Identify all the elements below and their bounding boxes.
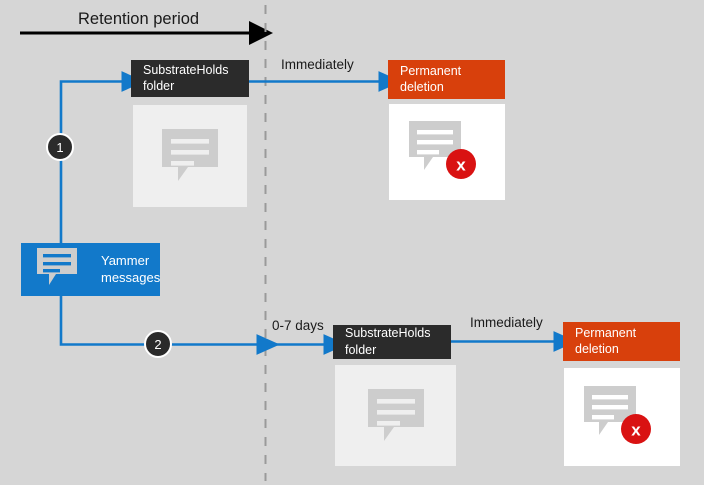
permanent-deletion-top-header: Permanent deletion (388, 60, 505, 99)
message-deleted-icon: x (409, 121, 476, 179)
permanent-deletion-top-body: x (389, 104, 505, 200)
connector-step2-across-boundary (59, 296, 280, 355)
header-line-2: deletion (400, 80, 444, 94)
yammer-messages-label: Yammer messages (101, 253, 160, 286)
connector-step1-to-substrateholds (59, 71, 145, 243)
label-immediately-top: Immediately (281, 57, 354, 72)
permanent-deletion-top-header-text: Permanent deletion (400, 63, 461, 96)
label-line-2: messages (101, 269, 161, 285)
header-line-1: Permanent (400, 63, 462, 78)
message-icon (35, 247, 79, 292)
header-line-1: SubstrateHolds (345, 326, 431, 341)
delete-badge-glyph: x (631, 421, 641, 440)
permanent-deletion-bottom-header-text: Permanent deletion (575, 325, 636, 358)
substrateholds-bottom-header-text: SubstrateHolds folder (345, 325, 430, 358)
permanent-deletion-bottom-header: Permanent deletion (563, 322, 680, 361)
message-icon (162, 129, 218, 181)
retention-period-label: Retention period (78, 10, 200, 28)
substrateholds-top-body (133, 105, 247, 207)
label-0-7-days: 0-7 days (272, 318, 324, 333)
substrateholds-bottom-header: SubstrateHolds folder (333, 325, 451, 359)
header-line-2: folder (143, 79, 175, 93)
step-badge-1: 1 (46, 133, 74, 161)
header-line-2: folder (345, 342, 377, 357)
header-line-2: deletion (575, 342, 619, 356)
label-immediately-bottom: Immediately (470, 315, 543, 330)
delete-badge-glyph: x (456, 156, 466, 175)
label-line-1: Yammer (101, 253, 150, 269)
substrateholds-top-header: SubstrateHolds folder (131, 60, 249, 97)
yammer-messages-source: Yammer messages (21, 243, 160, 296)
substrateholds-bottom-body (335, 365, 456, 466)
permanent-deletion-bottom-body: x (564, 368, 680, 466)
step-badge-2: 2 (144, 330, 172, 358)
header-line-1: SubstrateHolds (143, 62, 229, 77)
message-deleted-icon: x (584, 386, 651, 444)
substrateholds-top-header-text: SubstrateHolds folder (143, 62, 228, 95)
header-line-1: Permanent (575, 325, 637, 340)
message-icon (367, 388, 424, 441)
